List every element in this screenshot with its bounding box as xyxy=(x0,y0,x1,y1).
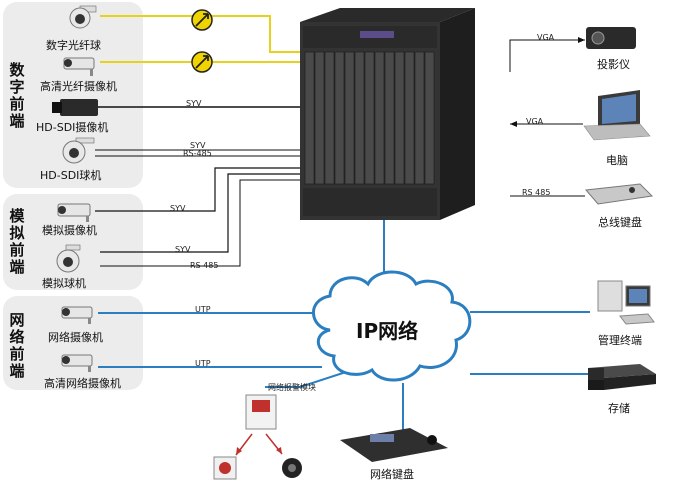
bullet-camera-icon xyxy=(61,306,93,324)
alarm-module-label: 网络报警模块 xyxy=(268,383,316,392)
rs485-label: RS-485 xyxy=(183,149,212,158)
rs485-label: RS 485 xyxy=(190,261,219,270)
bullet-camera-icon xyxy=(57,203,91,222)
vga-line-1 xyxy=(509,39,585,72)
bullet-camera-icon xyxy=(63,57,95,76)
dome-camera-icon xyxy=(62,137,95,164)
vga-arrow-1 xyxy=(578,37,585,43)
hd-network-camera-label: 高清网络摄像机 xyxy=(44,377,121,390)
analog-dome-label: 模拟球机 xyxy=(42,277,86,290)
vga-arrow-2 xyxy=(510,121,517,127)
bullet-camera-icon xyxy=(61,354,93,372)
network-keyboard-label: 网络键盘 xyxy=(370,468,414,481)
analog-frontend-title: 模拟前端 xyxy=(9,207,25,276)
vga-label: VGA xyxy=(526,117,544,126)
hd-fiber-camera-label: 高清光纤摄像机 xyxy=(40,80,117,93)
projector-label: 投影仪 xyxy=(597,58,630,71)
ip-network-label: IP网络 xyxy=(356,319,419,343)
fiber-converter-icon xyxy=(191,51,213,73)
vga-label: VGA xyxy=(537,33,555,42)
ip-network-cloud-icon xyxy=(312,270,472,382)
hdsdi-dome-label: HD-SDI球机 xyxy=(40,169,102,182)
video-matrix-icon xyxy=(300,8,475,220)
fiber-converter-icon xyxy=(191,9,213,31)
dome-camera-icon xyxy=(69,5,97,29)
bus-keyboard-label: 总线键盘 xyxy=(598,216,642,229)
digital-frontend-title: 数字前端 xyxy=(9,61,25,130)
keyboard-icon xyxy=(340,428,448,462)
fiber-line-1 xyxy=(100,15,305,53)
rs485-line-2 xyxy=(100,179,305,267)
syv-line-3 xyxy=(95,167,305,212)
box-camera-icon xyxy=(52,99,98,116)
alarm-line xyxy=(265,371,347,388)
syv-label: SYV xyxy=(170,204,186,213)
alarm-arrowhead-1 xyxy=(236,447,242,455)
laptop-icon xyxy=(583,90,651,141)
analog-camera-label: 模拟摄像机 xyxy=(42,224,97,237)
network-frontend-title: 网络前端 xyxy=(9,311,25,380)
network-camera-label: 网络摄像机 xyxy=(48,331,103,344)
alarm-arrowhead-2 xyxy=(276,447,282,454)
utp-label: UTP xyxy=(195,305,211,314)
hdsdi-camera-label: HD-SDI摄像机 xyxy=(36,121,109,134)
utp-label: UTP xyxy=(195,359,211,368)
alarm-module-icon xyxy=(245,394,277,430)
storage-icon xyxy=(588,364,656,390)
syv-line-4 xyxy=(100,173,305,253)
storage-label: 存储 xyxy=(608,402,630,415)
siren-icon xyxy=(282,458,302,478)
syv-label: SYV xyxy=(190,141,206,150)
dome-camera-icon xyxy=(56,244,81,273)
mgmt-terminal-label: 管理终端 xyxy=(598,334,642,347)
alarm-button-icon xyxy=(213,456,237,480)
syv-label: SYV xyxy=(175,245,191,254)
fiber-dome-label: 数字光纤球 xyxy=(46,39,101,52)
projector-icon xyxy=(586,27,636,49)
keyboard-icon xyxy=(585,183,654,205)
computer-label: 电脑 xyxy=(606,154,628,167)
syv-label: SYV xyxy=(186,99,202,108)
pc-terminal-icon xyxy=(597,280,655,325)
rs485-label: RS 485 xyxy=(522,188,551,197)
